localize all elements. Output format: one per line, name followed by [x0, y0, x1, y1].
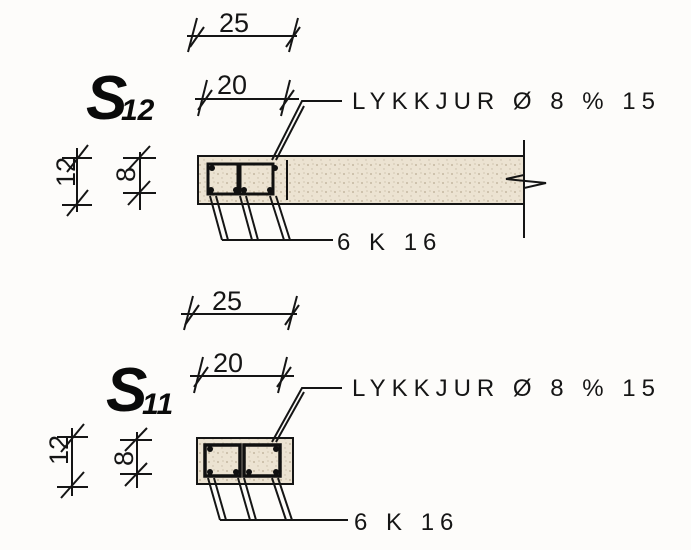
dimension-width-label: 25	[219, 8, 249, 38]
dimension-inner-20	[190, 356, 294, 394]
dimension-inner-label: 20	[217, 70, 247, 100]
main-bars	[207, 446, 279, 475]
section-name-main: S	[86, 64, 127, 133]
main-bars-label: 6 K 16	[354, 509, 459, 536]
dimension-height-12	[62, 144, 92, 217]
dimension-height-inner-label: 8	[109, 451, 139, 466]
stirrup-cage	[206, 160, 288, 200]
section-name-sub: 11	[142, 388, 173, 421]
stirrup-leader	[271, 387, 342, 443]
stirrup-cage	[203, 443, 282, 478]
dimension-width-25	[181, 295, 300, 331]
bar-leaders	[209, 195, 333, 241]
section-name-sub: 12	[121, 94, 155, 127]
section-s12: 25 20 S 12 12 8	[51, 8, 661, 256]
dimension-height-12	[57, 423, 88, 499]
dimension-height-inner-label: 8	[111, 167, 141, 182]
section-s11: 25 20 S 11 12 8	[44, 286, 661, 536]
bar-leaders	[207, 477, 348, 521]
main-bars-label: 6 K 16	[337, 229, 442, 256]
dimension-inner-label: 20	[213, 348, 243, 378]
dimension-height-label: 12	[44, 435, 74, 465]
dimension-height-label: 12	[51, 157, 81, 187]
concrete-slab	[197, 140, 547, 238]
dimension-height-8	[123, 145, 156, 210]
section-name-main: S	[106, 356, 147, 425]
main-bars	[208, 165, 278, 193]
dimension-height-8	[120, 427, 152, 488]
stirrup-label: LYKKJUR Ø 8 % 15	[352, 88, 661, 115]
dimension-inner-20	[195, 79, 299, 117]
stirrup-label: LYKKJUR Ø 8 % 15	[352, 375, 661, 402]
stirrup-leader	[271, 100, 342, 161]
dimension-width-label: 25	[212, 286, 242, 316]
dimension-width-25	[187, 17, 301, 53]
